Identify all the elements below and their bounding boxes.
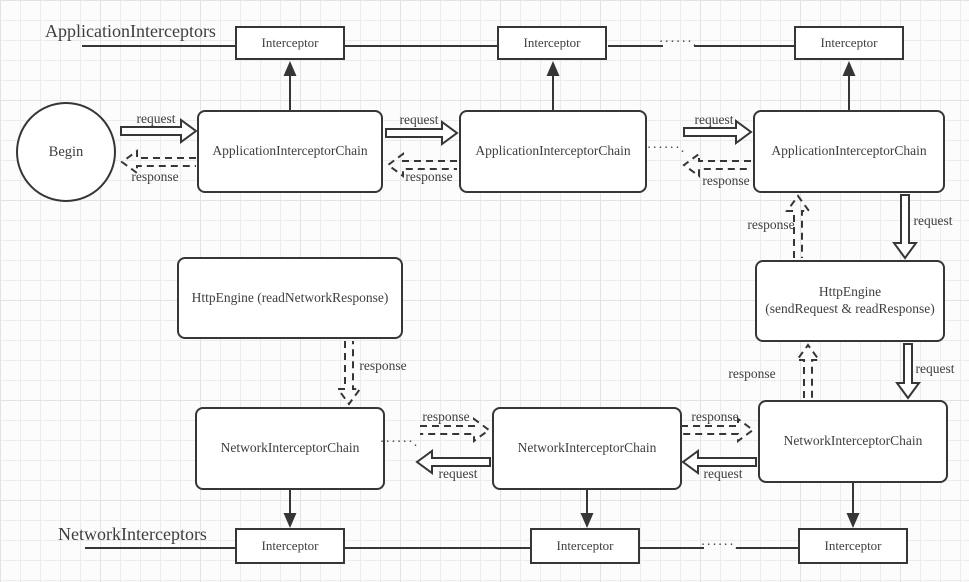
request-arrow-chain2-to-chain3 bbox=[683, 119, 753, 145]
label-response-1: response bbox=[131, 169, 179, 184]
response-arrow-chain3-to-chain2 bbox=[682, 152, 751, 178]
request-arrow-chain1-to-chain2 bbox=[385, 120, 459, 146]
node-net-interceptor-2: Interceptor bbox=[530, 528, 640, 564]
node-net-interceptor-1: Interceptor bbox=[235, 528, 345, 564]
arrow-chain2-to-interceptor2 bbox=[546, 61, 560, 110]
arrow-netchain1-to-interceptor4 bbox=[283, 490, 297, 528]
label-response-netchain3-httpengine: response bbox=[728, 366, 776, 381]
label-response-3: response bbox=[702, 173, 750, 188]
ellipsis-app-chain: ······. bbox=[646, 141, 686, 156]
node-http-engine-read: HttpEngine (readNetworkResponse) bbox=[177, 257, 403, 339]
label-response-httpengineread-netchain1: response bbox=[359, 358, 407, 373]
ellipsis-top-rail: ······. bbox=[658, 35, 698, 50]
node-label: Interceptor bbox=[824, 537, 882, 553]
arrow-chain1-to-interceptor1 bbox=[283, 61, 297, 110]
node-begin: Begin bbox=[16, 102, 116, 202]
request-arrow-httpengine-to-netchain3 bbox=[895, 343, 921, 400]
label-request-netchain3-netchain2: request bbox=[703, 466, 743, 481]
node-label: ApplicationInterceptorChain bbox=[771, 143, 927, 159]
arrow-netchain3-to-interceptor6 bbox=[846, 483, 860, 528]
response-arrow-netchain1-to-netchain2 bbox=[420, 417, 491, 443]
node-label: NetworkInterceptorChain bbox=[783, 433, 923, 449]
node-label: Interceptor bbox=[261, 34, 319, 50]
node-application-interceptor-chain-3: ApplicationInterceptorChain bbox=[753, 110, 945, 193]
response-arrow-chain1-to-begin bbox=[120, 149, 196, 175]
node-label-line1: HttpEngine bbox=[818, 284, 882, 300]
label-response-netchain2-netchain3: response bbox=[691, 409, 739, 424]
label-request-2: request bbox=[399, 112, 439, 127]
request-arrow-chain3-to-httpengine bbox=[892, 194, 918, 260]
title-application-interceptors: ApplicationInterceptors bbox=[45, 21, 216, 41]
node-label: NetworkInterceptorChain bbox=[517, 440, 657, 456]
node-label-line2: (sendRequest & readResponse) bbox=[765, 301, 935, 316]
request-arrow-begin-to-chain1 bbox=[120, 118, 198, 144]
node-network-interceptor-chain-3: NetworkInterceptorChain bbox=[758, 400, 948, 483]
node-label: HttpEngine (readNetworkResponse) bbox=[191, 289, 389, 305]
label-request-chain3-httpengine: request bbox=[913, 213, 953, 228]
node-label: Begin bbox=[48, 143, 84, 160]
label-response-2: response bbox=[405, 169, 453, 184]
label-request-1: request bbox=[136, 111, 176, 126]
label-request-httpengine-netchain3: request bbox=[915, 361, 955, 376]
response-arrow-httpengine-to-chain3 bbox=[785, 194, 811, 258]
node-app-interceptor-1: Interceptor bbox=[235, 26, 345, 60]
node-application-interceptor-chain-1: ApplicationInterceptorChain bbox=[197, 110, 383, 193]
title-network-interceptors: NetworkInterceptors bbox=[58, 524, 207, 544]
label-request-3: request bbox=[694, 112, 734, 127]
label-response-netchain1-netchain2: response bbox=[422, 409, 470, 424]
node-app-interceptor-3: Interceptor bbox=[794, 26, 904, 60]
node-label: Interceptor bbox=[523, 34, 581, 50]
label-response-httpengine-chain3: response bbox=[747, 217, 795, 232]
label-request-netchain2-netchain1: request bbox=[438, 466, 478, 481]
node-label: Interceptor bbox=[556, 537, 614, 553]
node-net-interceptor-3: Interceptor bbox=[798, 528, 908, 564]
node-app-interceptor-2: Interceptor bbox=[497, 26, 607, 60]
node-network-interceptor-chain-1: NetworkInterceptorChain bbox=[195, 407, 385, 490]
ellipsis-bottom-rail: ······. bbox=[700, 538, 740, 553]
arrow-chain3-to-interceptor3 bbox=[842, 61, 856, 110]
node-label: ApplicationInterceptorChain bbox=[475, 143, 631, 159]
response-arrow-netchain2-to-netchain3 bbox=[681, 417, 755, 443]
request-arrow-netchain2-to-netchain1 bbox=[415, 449, 491, 475]
node-http-engine-send: HttpEngine (sendRequest & readResponse) bbox=[755, 260, 945, 342]
node-network-interceptor-chain-2: NetworkInterceptorChain bbox=[492, 407, 682, 490]
node-label: NetworkInterceptorChain bbox=[220, 440, 360, 456]
node-application-interceptor-chain-2: ApplicationInterceptorChain bbox=[459, 110, 647, 193]
ellipsis-net-chain: ······. bbox=[379, 435, 419, 450]
node-label: Interceptor bbox=[261, 537, 319, 553]
node-label: Interceptor bbox=[820, 34, 878, 50]
node-label: ApplicationInterceptorChain bbox=[212, 143, 368, 159]
response-arrow-httpengineread-to-netchain1 bbox=[336, 341, 362, 406]
request-arrow-netchain3-to-netchain2 bbox=[681, 449, 757, 475]
response-arrow-chain2-to-chain1 bbox=[386, 152, 457, 178]
arrow-netchain2-to-interceptor5 bbox=[580, 490, 594, 528]
response-arrow-netchain3-to-httpengine bbox=[795, 343, 821, 398]
